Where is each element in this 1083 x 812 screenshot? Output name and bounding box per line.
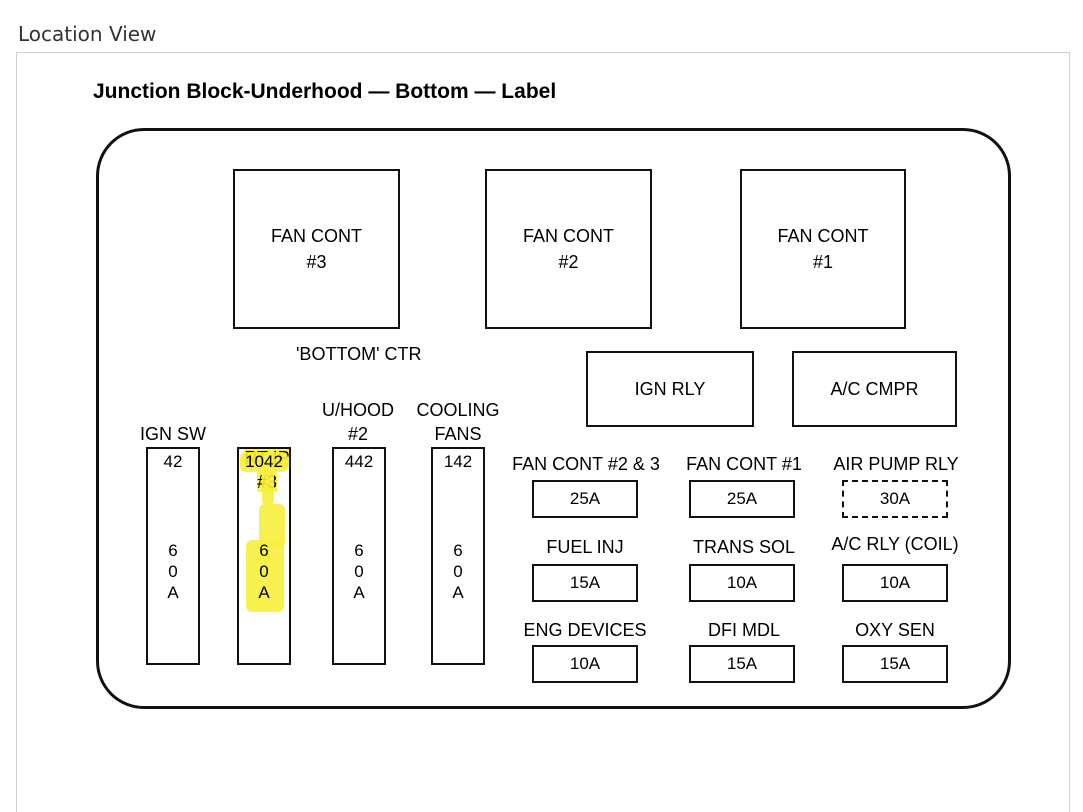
maxi-fuse-rt-ip: 1042 6 0 A	[237, 447, 291, 665]
maxi-fuse-ign-sw: 42 6 0 A	[146, 447, 200, 665]
maxi-fuse-label-uhood: U/HOOD #2	[322, 400, 394, 444]
highlight-smear	[240, 452, 288, 472]
maxi-fuse-number: 442	[344, 452, 374, 471]
maxi-fuse-number: 142	[443, 452, 473, 471]
maxi-fuse-label-ign-sw: IGN SW	[140, 424, 206, 444]
mini-fuse-trans-sol: 10A	[689, 564, 795, 602]
maxi-fuse-rating: 6 0 A	[452, 541, 464, 602]
maxi-fuse-rating: 6 0 A	[258, 541, 270, 602]
mini-fuse-label: DFI MDL	[708, 620, 780, 640]
mini-fuse-fan-cont-1: 25A	[689, 480, 795, 518]
diagram-panel	[16, 52, 1070, 812]
highlight-smear	[246, 540, 284, 612]
bottom-ctr-label: 'BOTTOM' CTR	[296, 344, 422, 364]
maxi-fuse-uhood: 442 6 0 A	[332, 447, 386, 665]
mini-fuse-ac-rly-coil: 10A	[842, 564, 948, 602]
mini-fuse-label: FAN CONT #1	[686, 454, 802, 474]
mini-fuse-oxy-sen: 15A	[842, 645, 948, 683]
relay-fan-cont-2: FAN CONT #2	[485, 169, 652, 329]
mini-fuse-label: OXY SEN	[855, 620, 935, 640]
maxi-fuse-cooling-fans: 142 6 0 A	[431, 447, 485, 665]
maxi-fuse-number: 1042	[245, 452, 283, 471]
diagram-title: Junction Block-Underhood — Bottom — Labe…	[93, 80, 557, 103]
mini-fuse-fan-cont-2-3: 25A	[532, 480, 638, 518]
location-view-title: Location View	[18, 22, 157, 46]
mini-fuse-eng-devices: 10A	[532, 645, 638, 683]
maxi-fuse-label-cooling-fans: COOLING FANS	[416, 400, 500, 444]
maxi-fuse-number: 42	[163, 452, 183, 471]
relay-fan-cont-3: FAN CONT #3	[233, 169, 400, 329]
mini-fuse-air-pump-rly: 30A	[842, 480, 948, 518]
maxi-fuse-rating: 6 0 A	[353, 541, 365, 602]
mini-fuse-fuel-inj: 15A	[532, 564, 638, 602]
relay-ac-cmpr: A/C CMPR	[792, 351, 957, 427]
mini-fuse-dfi-mdl: 15A	[689, 645, 795, 683]
mini-fuse-label: FAN CONT #2 & 3	[512, 454, 660, 474]
mini-fuse-label: ENG DEVICES	[523, 620, 647, 640]
maxi-fuse-rating: 6 0 A	[167, 541, 179, 602]
highlight-smear	[262, 470, 274, 506]
mini-fuse-label: TRANS SOL	[692, 537, 796, 557]
relay-fan-cont-1: FAN CONT #1	[740, 169, 906, 329]
mini-fuse-label: A/C RLY (COIL)	[831, 534, 959, 554]
mini-fuse-label: FUEL INJ	[546, 537, 624, 557]
relay-ign-rly: IGN RLY	[586, 351, 754, 427]
mini-fuse-label: AIR PUMP RLY	[833, 454, 959, 474]
junction-block-outline	[96, 128, 1011, 709]
